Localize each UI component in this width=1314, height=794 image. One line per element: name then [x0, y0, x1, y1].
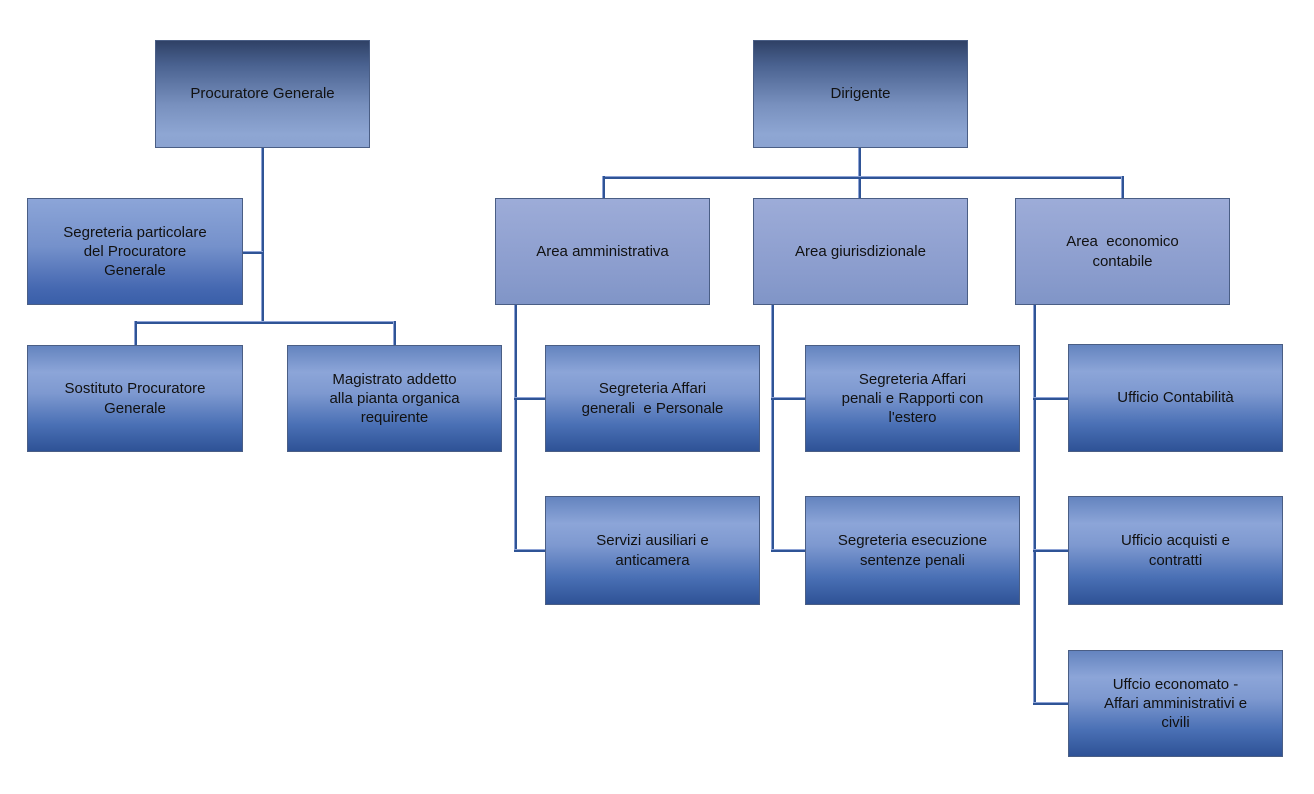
org-node-magistrato-addetto: Magistrato addetto alla pianta organica … — [287, 345, 502, 452]
org-node-label: Segreteria Affari penali e Rapporti con … — [841, 370, 984, 427]
connector-line — [514, 305, 517, 552]
org-node-label: Area economico contabile — [1066, 233, 1179, 270]
connector-line — [514, 397, 545, 400]
connector-line — [1033, 549, 1068, 552]
org-node-ufficio-acquisti: Ufficio acquisti e contratti — [1068, 496, 1283, 605]
connector-line — [1033, 702, 1068, 705]
org-node-label: Segreteria Affari generali e Personale — [581, 380, 724, 417]
org-node-segreteria-esecuzione: Segreteria esecuzione sentenze penali — [805, 496, 1020, 605]
org-node-label: Magistrato addetto alla pianta organica … — [329, 370, 460, 427]
org-node-segreteria-affari-penali: Segreteria Affari penali e Rapporti con … — [805, 345, 1020, 452]
connector-line — [602, 176, 1124, 179]
org-node-segreteria-particolare: Segreteria particolare del Procuratore G… — [27, 198, 243, 305]
connector-line — [771, 397, 805, 400]
org-node-area-giurisdizionale: Area giurisdizionale — [753, 198, 968, 305]
connector-line — [1033, 305, 1036, 705]
connector-line — [771, 305, 774, 552]
org-node-ufficio-contabilita: Ufficio Contabilità — [1068, 344, 1283, 452]
connector-line — [602, 176, 605, 198]
connector-line — [243, 251, 263, 254]
org-node-label: Ufficio Contabilità — [1117, 389, 1234, 407]
org-node-label: Area giurisdizionale — [795, 242, 926, 260]
org-node-label: Ufficio acquisti e contratti — [1121, 532, 1230, 569]
connector-line — [134, 321, 396, 324]
org-node-ufficio-economato: Uffcio economato - Affari amministrativi… — [1068, 650, 1283, 757]
org-node-procuratore-generale: Procuratore Generale — [155, 40, 370, 148]
connector-line — [134, 321, 137, 345]
org-node-label: Procuratore Generale — [190, 85, 335, 103]
connector-line — [858, 148, 861, 198]
connector-line — [1121, 176, 1124, 198]
connector-line — [1033, 397, 1068, 400]
connector-line — [393, 321, 396, 345]
org-node-segreteria-affari-generali: Segreteria Affari generali e Personale — [545, 345, 760, 452]
org-node-label: Area amministrativa — [536, 242, 669, 260]
org-node-label: Sostituto Procuratore Generale — [64, 380, 206, 417]
org-node-label: Dirigente — [830, 85, 891, 103]
org-node-label: Segreteria esecuzione sentenze penali — [837, 532, 988, 569]
org-node-dirigente: Dirigente — [753, 40, 968, 148]
org-node-area-amministrativa: Area amministrativa — [495, 198, 710, 305]
org-node-label: Servizi ausiliari e anticamera — [596, 532, 709, 569]
org-node-sostituto-procuratore-generale: Sostituto Procuratore Generale — [27, 345, 243, 452]
connector-line — [771, 549, 805, 552]
org-node-label: Segreteria particolare del Procuratore G… — [63, 223, 207, 280]
connector-line — [514, 549, 545, 552]
org-node-servizi-ausiliari: Servizi ausiliari e anticamera — [545, 496, 760, 605]
org-node-label: Uffcio economato - Affari amministrativi… — [1103, 675, 1248, 732]
org-node-area-economico-contabile: Area economico contabile — [1015, 198, 1230, 305]
connector-line — [261, 148, 264, 324]
